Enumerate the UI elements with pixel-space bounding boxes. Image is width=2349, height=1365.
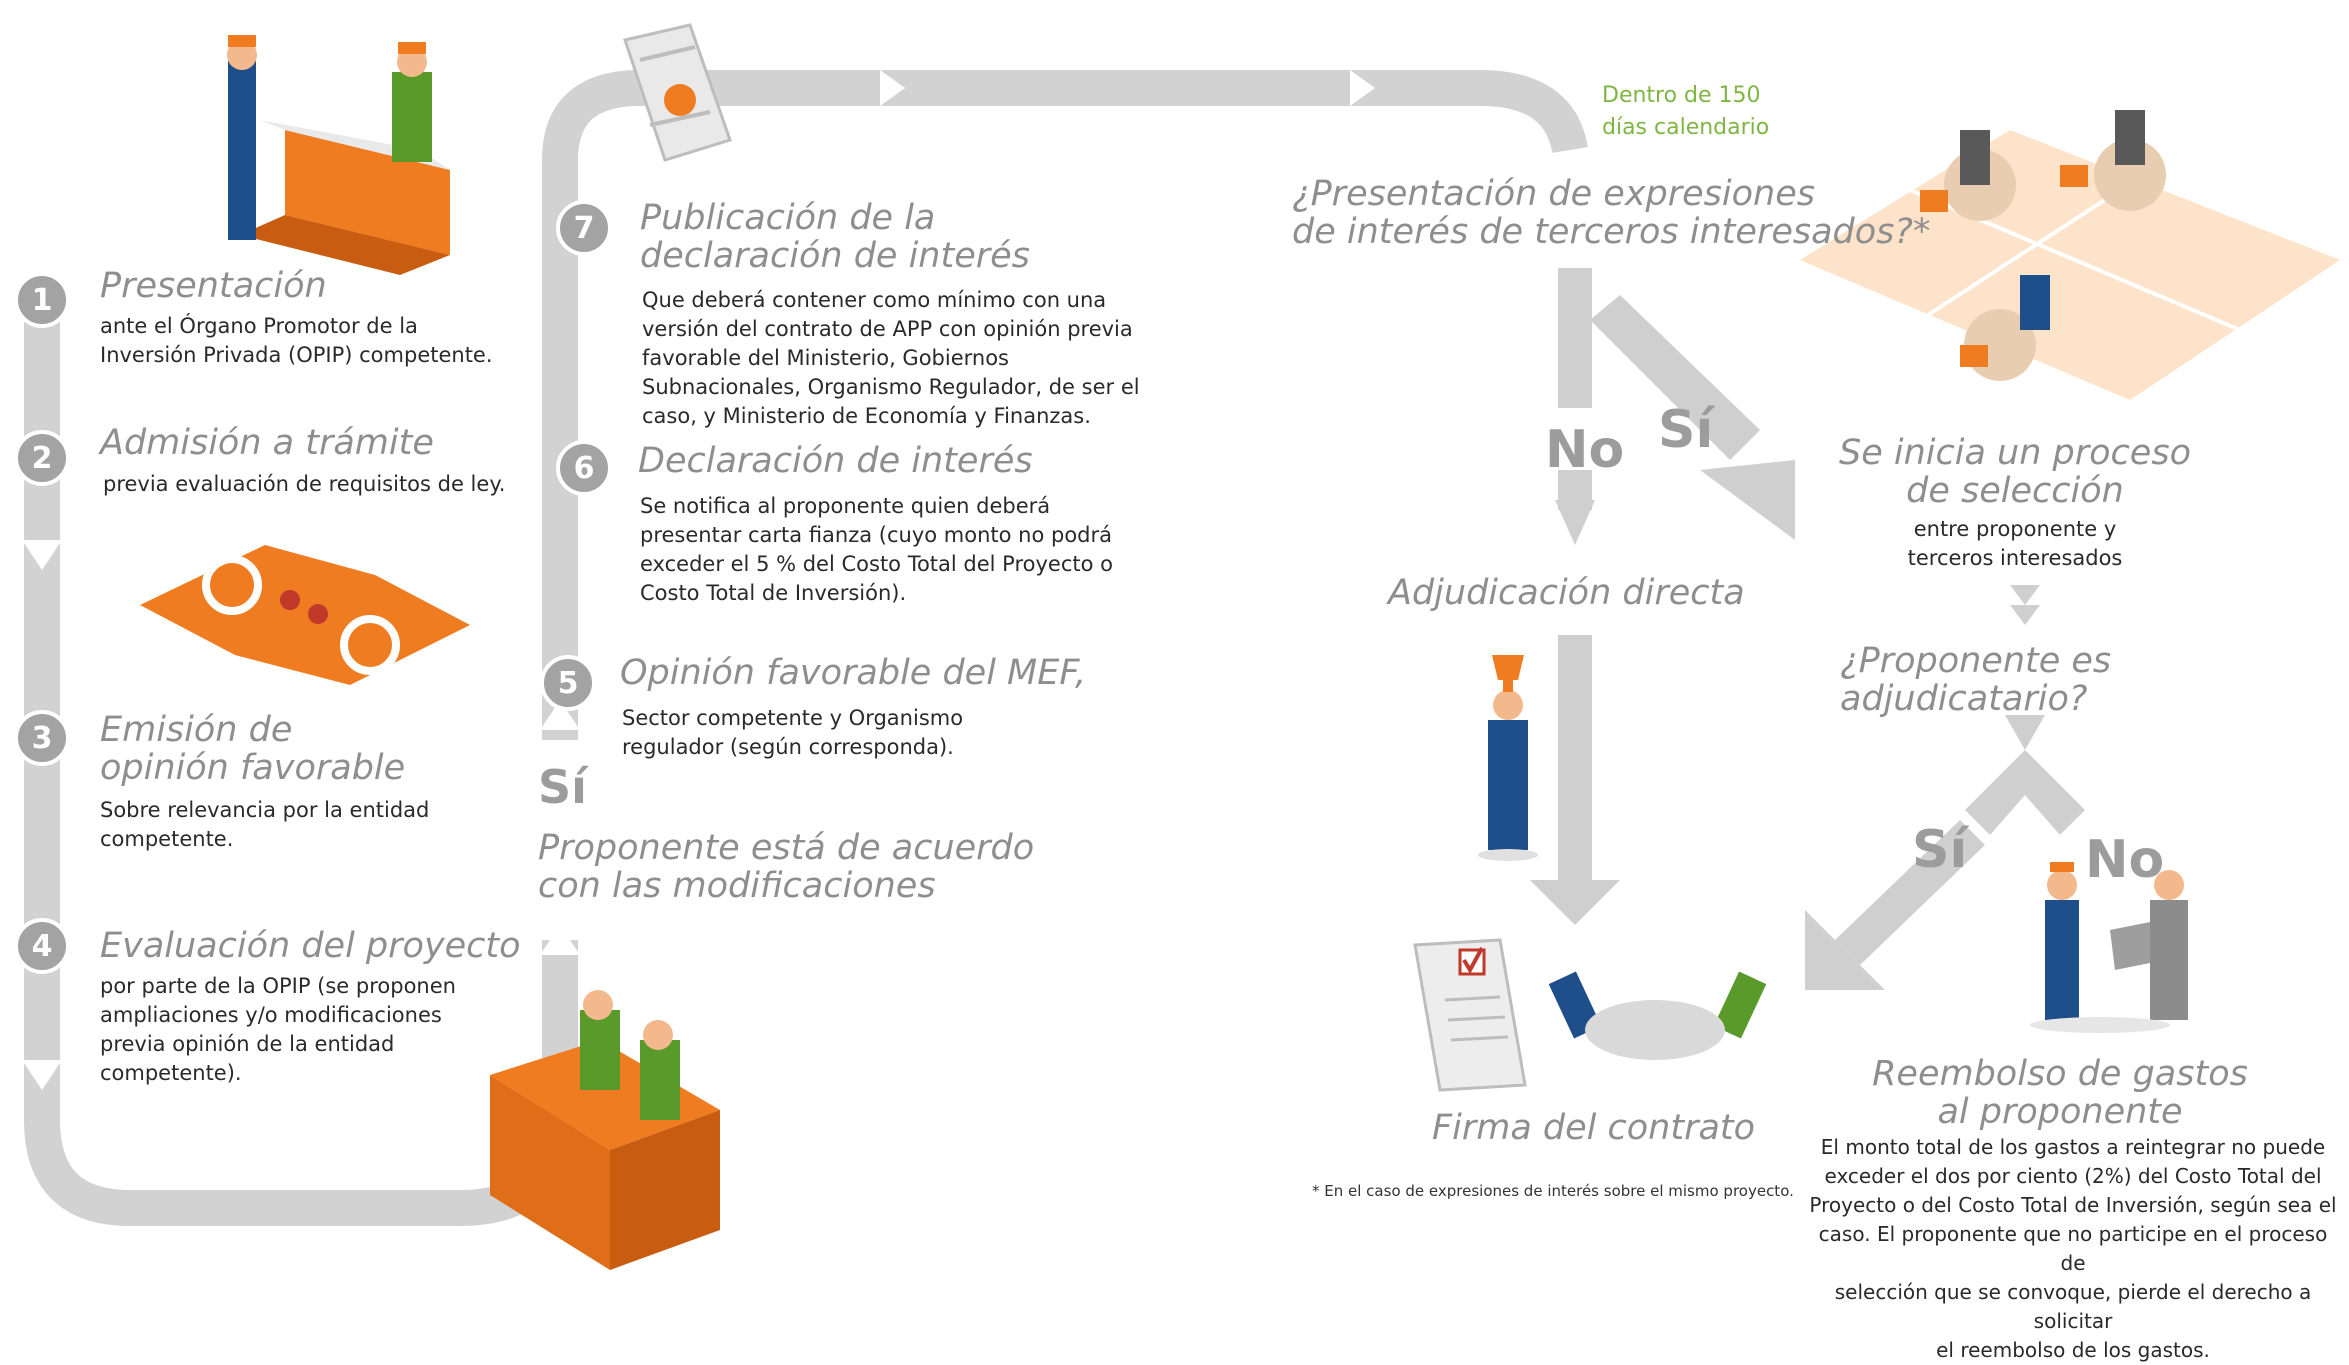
step-1-number: 1 [14, 272, 70, 328]
trophy-person-illustration [1478, 655, 1538, 861]
step-4-body: por parte de la OPIP (se proponen amplia… [100, 974, 456, 1085]
agreement-illustration [490, 990, 720, 1270]
step-6-number: 6 [556, 440, 612, 496]
path-chevron-top-2 [1350, 70, 1375, 106]
reimbursement-illustration [2030, 862, 2188, 1033]
path-chevron-up-2 [540, 700, 580, 730]
footnote: * En el caso de expresiones de interés s… [1312, 1182, 1794, 1200]
step-2-title: Admisión a trámite [100, 423, 434, 463]
awardee-yes-arrow [1805, 910, 1885, 990]
selection-body: entre proponente y terceros interesados [1907, 517, 2123, 570]
awardee-question: ¿Proponente es adjudicatario? [1840, 641, 2112, 719]
agreement-yes-label: Sí [538, 760, 587, 814]
selection-down-arrow [2010, 585, 2040, 605]
step-4-number: 4 [14, 918, 70, 974]
awardee-no-label: No [2085, 830, 2165, 890]
step-7-number: 7 [556, 200, 612, 256]
third-party-question: ¿Presentación de expresiones de interés … [1292, 174, 1931, 252]
selection-tiles-illustration [1800, 110, 2340, 400]
yes-branch-arrow [1700, 460, 1795, 540]
deadline-note: Dentro de 150 días calendario [1602, 83, 1770, 140]
path-chevron-2 [22, 1060, 62, 1090]
step-1-body: ante el Órgano Promotor de la Inversión … [100, 314, 493, 367]
path-chevron-top-1 [880, 70, 905, 106]
step-2-number: 2 [14, 430, 70, 486]
step-7-body: Que deberá contener como mínimo con una … [642, 288, 1140, 428]
contract-illustration [1413, 938, 1527, 1092]
branch-yes-label: Sí [1658, 400, 1714, 460]
step-5-number: 5 [540, 655, 596, 711]
step-4-title: Evaluación del proyecto [100, 926, 521, 966]
no-branch-bar [1558, 268, 1592, 408]
presentation-illustration [227, 35, 450, 275]
flow-diagram: 1 2 3 4 5 6 7 Presentación ante el Órgan… [14, 23, 2340, 1362]
path-chevron-1 [22, 540, 62, 570]
step-3-number: 3 [14, 710, 70, 766]
flow-graphics [22, 23, 2340, 1270]
direct-to-contract-arrow [1530, 880, 1620, 925]
no-branch-arrow [1555, 500, 1595, 545]
step-7-title: Publicación de la declaración de interés [640, 198, 1030, 276]
awardee-yes-label: Sí [1912, 820, 1968, 880]
awardee-split [1965, 715, 2085, 835]
gear-map-illustration [140, 545, 470, 685]
step-5-title: Opinión favorable del MEF, [620, 653, 1087, 693]
reimbursement-title: Reembolso de gastos al proponente [1872, 1054, 2248, 1132]
agreement-question: Proponente está de acuerdo con las modif… [538, 828, 1035, 906]
awardee-yes-bar [1835, 820, 1985, 965]
yes-branch-bar [1590, 295, 1760, 460]
newspaper-illustration [623, 23, 732, 162]
selection-down-arrow-2 [2010, 605, 2040, 625]
path-chevron-up [540, 925, 580, 955]
branch-no-label: No [1545, 420, 1625, 480]
contract-label: Firma del contrato [1432, 1108, 1756, 1148]
step-6-body: Se notifica al proponente quien deberá p… [640, 494, 1113, 605]
step-6-title: Declaración de interés [638, 441, 1033, 481]
no-branch-bar-2 [1558, 470, 1592, 510]
reimbursement-body: El monto total de los gastos a reintegra… [1809, 1135, 2337, 1362]
selection-title: Se inicia un proceso de selección [1839, 433, 2191, 511]
step-1-title: Presentación [100, 266, 327, 306]
step-3-body: Sobre relevancia por la entidad competen… [100, 798, 430, 851]
step-5-body: Sector competente y Organismo regulador … [622, 706, 964, 759]
handshake-illustration [1548, 971, 1767, 1060]
step-2-body: previa evaluación de requisitos de ley. [103, 472, 506, 496]
direct-award-label: Adjudicación directa [1388, 573, 1745, 613]
step-3-title: Emisión de opinión favorable [100, 710, 406, 788]
direct-to-contract-bar [1558, 635, 1592, 880]
